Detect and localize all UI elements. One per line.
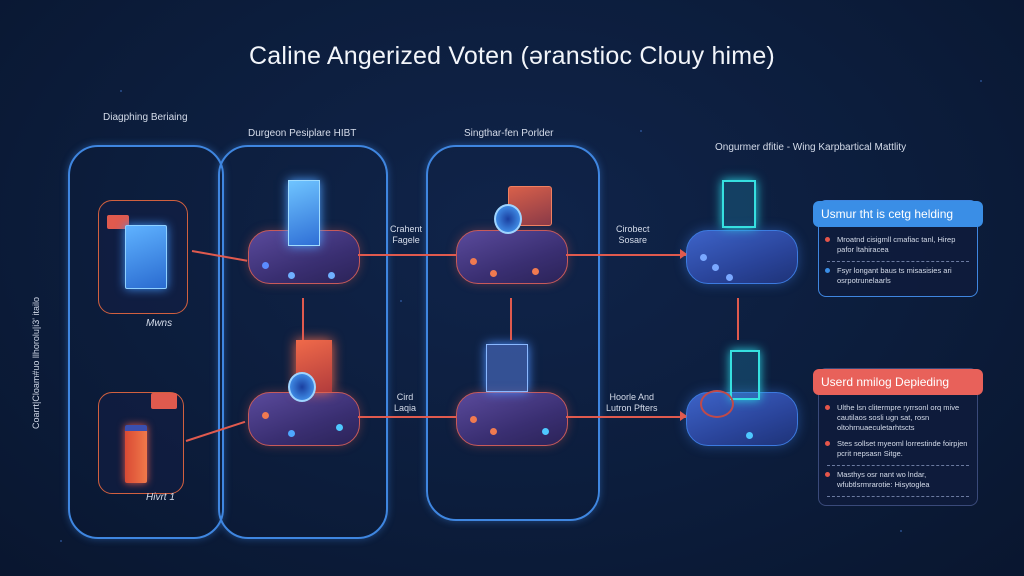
star-decoration — [120, 90, 122, 92]
bullet-icon — [825, 405, 830, 410]
page-title: Caline Angerized Voten (əranstioc Clouy … — [249, 42, 775, 70]
star-decoration — [60, 540, 62, 542]
panel-item: Mroatnd cisigmll cmafiac tanl, Hirep paf… — [819, 233, 977, 259]
panel-item-text: Fsyr longant baus ts misasisies ari osrp… — [837, 266, 952, 285]
node-camera[interactable] — [456, 186, 568, 284]
status-dot — [470, 258, 477, 265]
tag-icon — [107, 215, 129, 229]
source-caption-1: Mwns — [146, 318, 173, 329]
connector-arrow — [302, 298, 304, 340]
connector-arrow — [358, 254, 456, 256]
connection-label-line: Sosare — [618, 235, 648, 245]
status-dot — [532, 268, 539, 275]
status-dot — [490, 270, 497, 277]
panel-item-text: Masthys osr nant wo lndar, wfubtlsrmraro… — [837, 470, 930, 489]
panel-item: Fsyr longant baus ts misasisies ari osrp… — [819, 264, 977, 290]
vertical-label-text: Coarrt|Cloam#uo llhorolu|i3' itailo — [31, 297, 41, 429]
status-dot — [328, 272, 335, 279]
connection-label-line: Fagele — [392, 235, 420, 245]
node-document[interactable] — [248, 180, 360, 284]
bullet-icon — [825, 268, 830, 273]
cube-icon — [486, 344, 528, 392]
connector-arrow — [510, 298, 512, 340]
node-base — [456, 230, 568, 284]
status-dot — [262, 412, 269, 419]
info-panel-red: Userd nmilog Depieding Ulthe lsn cliterm… — [813, 368, 983, 506]
connector-arrow — [358, 416, 456, 418]
connection-label-line: Lutron Pfters — [606, 403, 658, 413]
connection-label-line: Cird — [396, 392, 414, 402]
status-dot — [712, 264, 719, 271]
status-dot — [700, 254, 707, 261]
connection-label-line: Crahent — [390, 224, 423, 234]
connector-arrow — [737, 298, 739, 340]
bullet-icon — [825, 441, 830, 446]
connection-label-line: Cirobect — [616, 224, 650, 234]
panel-item-text: Mroatnd cisigmll cmafiac tanl, Hirep paf… — [837, 235, 956, 254]
panel-item: Ulthe lsn clitermpre ryrrsonl orq mive c… — [819, 401, 977, 437]
tag-icon — [151, 393, 177, 409]
server-icon — [730, 350, 760, 400]
status-dot — [262, 262, 269, 269]
connector-arrow — [566, 254, 686, 256]
panel-item-text: Ulthe lsn clitermpre ryrrsonl orq mive c… — [837, 403, 960, 432]
tablet-icon — [125, 225, 167, 289]
status-dot — [746, 432, 753, 439]
lantern-source-cabinet[interactable] — [98, 392, 184, 494]
arrow-head-icon — [680, 249, 687, 259]
group-pipeline — [218, 145, 388, 539]
panel-header: Usmur tht is cetg helding — [813, 201, 983, 227]
status-dot — [336, 424, 343, 431]
lantern-icon — [125, 425, 147, 483]
status-dot — [490, 428, 497, 435]
column-label-4: Ongurmer dfitie - Wing Karpbartical Matt… — [715, 142, 907, 153]
panel-item: Stes sollset myeoml lorrestinde foirpjen… — [819, 437, 977, 463]
star-decoration — [640, 130, 642, 132]
lens-icon — [288, 372, 316, 402]
node-tablet-lens[interactable] — [248, 340, 360, 446]
connector-arrow — [566, 416, 686, 418]
vertical-axis-label: Coarrt|Cloam#uo llhorolu|i3' itailo — [6, 290, 66, 440]
node-monitor[interactable] — [686, 180, 798, 284]
bullet-icon — [825, 472, 830, 477]
source-caption-2: Hivrt 1 — [146, 492, 175, 503]
panel-header: Userd nmilog Depieding — [813, 369, 983, 395]
group-processing — [426, 145, 600, 521]
connection-label-line: Laqia — [394, 403, 417, 413]
tablet-source-cabinet[interactable] — [98, 200, 188, 314]
column-label-3: Singthar-fen Porlder — [464, 128, 554, 139]
status-dot — [288, 430, 295, 437]
node-cube[interactable] — [456, 344, 568, 446]
divider — [827, 465, 969, 466]
connection-label-line: Hoorle And — [609, 392, 655, 402]
cable-icon — [700, 390, 734, 418]
lens-icon — [494, 204, 522, 234]
star-decoration — [980, 80, 982, 82]
bullet-icon — [825, 237, 830, 242]
star-decoration — [400, 300, 402, 302]
device-icon — [508, 186, 552, 226]
panel-item: Masthys osr nant wo lndar, wfubtlsrmraro… — [819, 468, 977, 494]
status-dot — [470, 416, 477, 423]
arrow-head-icon — [680, 411, 687, 421]
group-source — [68, 145, 224, 539]
column-label-2: Durgeon Pesiplare HIBT — [248, 128, 357, 139]
column-label-1: Diagphing Beriaing — [103, 112, 188, 123]
node-reader[interactable] — [686, 350, 798, 446]
document-icon — [288, 180, 320, 246]
panel-item-text: Stes sollset myeoml lorrestinde foirpjen… — [837, 439, 968, 458]
status-dot — [542, 428, 549, 435]
divider — [827, 496, 969, 497]
star-decoration — [900, 530, 902, 532]
status-dot — [288, 272, 295, 279]
status-dot — [726, 274, 733, 281]
info-panel-blue: Usmur tht is cetg helding Mroatnd cisigm… — [813, 200, 983, 297]
divider — [827, 261, 969, 262]
screen-icon — [722, 180, 756, 228]
